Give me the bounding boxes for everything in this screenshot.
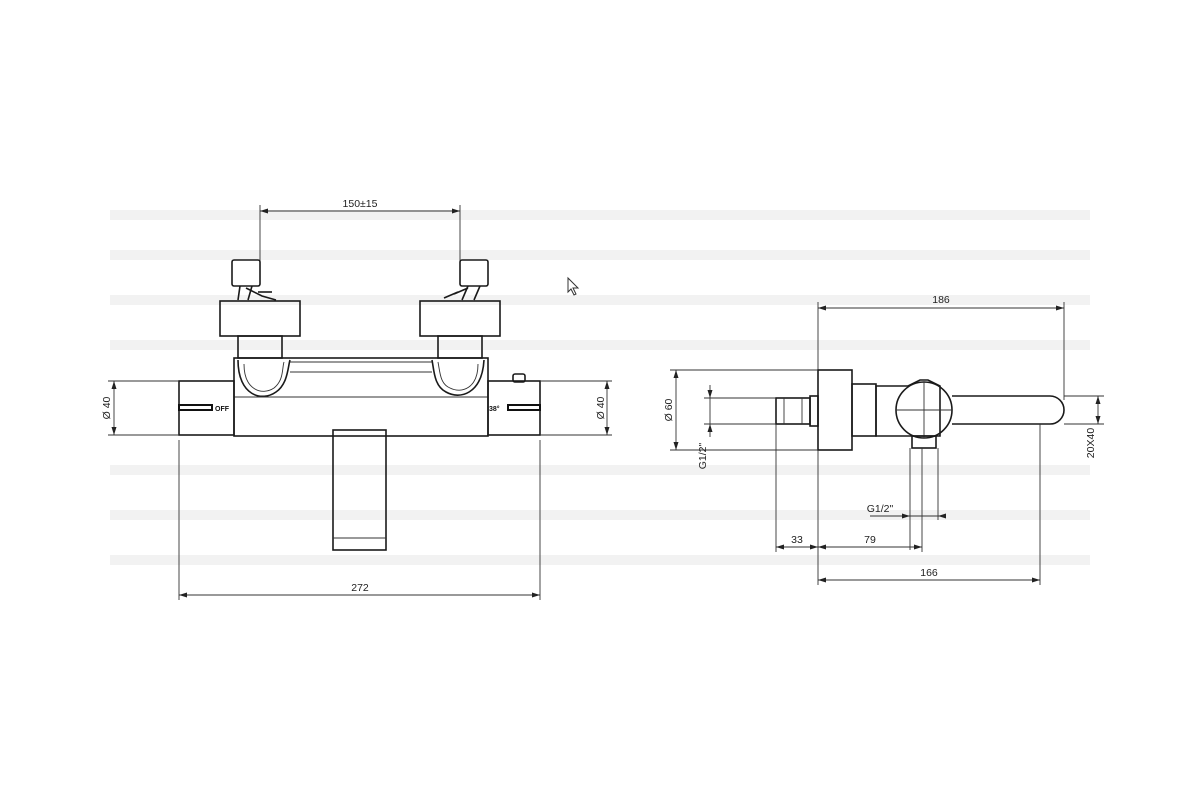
dim-spout-section-label: 20X40 [1085, 428, 1097, 459]
right-handle: 38° [487, 373, 541, 436]
dim-spout-section: 20X40 [1064, 395, 1104, 459]
dim-inlet-spacing: 150±15 [259, 198, 461, 262]
dim-inlet-thread: G1/2" [697, 385, 776, 469]
wall-plate [817, 369, 853, 451]
spout [332, 429, 387, 551]
dim-outlet-thread-label: G1/2" [867, 503, 894, 515]
side-spout [952, 395, 1065, 425]
dim-inlet-spacing-label: 150±15 [343, 198, 378, 210]
dim-total-width: 272 [178, 440, 541, 600]
mixer-body [233, 357, 489, 437]
dim-spout-reach: 166 [818, 424, 1041, 585]
dim-spout-reach-label: 166 [920, 567, 938, 579]
valve-body [875, 379, 941, 437]
dim-outlet-thread: G1/2" [867, 503, 946, 519]
background-watermark [110, 210, 1090, 565]
dim-inlet-thread-label: G1/2" [697, 442, 709, 469]
side-view: 186 Ø 60 [663, 294, 1104, 585]
outlet-fitting [911, 435, 937, 449]
label-temp: 38° [489, 405, 500, 413]
dim-body-diameter: Ø 60 [663, 369, 818, 451]
dim-left-diameter: Ø 40 [101, 380, 179, 436]
left-handle: OFF [178, 380, 235, 436]
body-collar [851, 383, 877, 437]
dim-eccentric-label: 33 [791, 534, 803, 546]
dim-body-depth-label: 79 [864, 534, 876, 546]
dim-total-width-label: 272 [351, 582, 369, 594]
label-off: OFF [215, 406, 230, 413]
dim-left-diameter-label: Ø 40 [101, 396, 113, 419]
front-view: 150±15 [101, 198, 612, 600]
eccentric-nut [809, 395, 819, 427]
mouse-cursor-icon [567, 276, 580, 296]
inlet-fitting [775, 397, 811, 425]
dim-total-depth: 186 [817, 294, 1065, 400]
dim-total-depth-label: 186 [932, 294, 950, 306]
dim-body-diameter-label: Ø 60 [663, 398, 675, 421]
dim-eccentric-and-body: 33 79 [775, 424, 923, 585]
dim-right-diameter: Ø 40 [540, 380, 612, 436]
dim-right-diameter-label: Ø 40 [595, 396, 607, 419]
